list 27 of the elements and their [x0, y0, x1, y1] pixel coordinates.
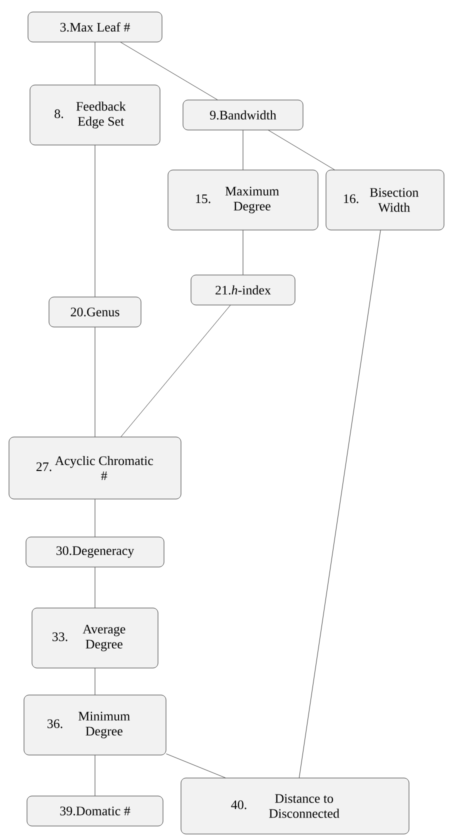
connector-line: [94, 145, 96, 297]
node-box: 40. Distance to Disconnected: [180, 778, 410, 834]
connector-line: [242, 130, 244, 170]
connector-line: [94, 42, 96, 85]
node-box: 3.Max Leaf #: [28, 12, 162, 42]
node-box: 8. Feedback Edge Set: [30, 84, 160, 146]
connector-line: [268, 130, 335, 170]
connector-line: [242, 230, 244, 275]
connector-line: [94, 567, 96, 608]
connector-line: [94, 327, 96, 437]
connector-line: [94, 668, 96, 695]
connector-line: [94, 755, 96, 796]
connector-line: [298, 230, 381, 778]
node-box: 16. Bisection Width: [326, 170, 444, 230]
node-box: 36. Minimum Degree: [24, 694, 166, 756]
node-box: 27. Acyclic Chromatic #: [8, 436, 182, 500]
node-box: 33. Average Degree: [32, 608, 158, 668]
node-box: 20.Genus: [48, 296, 142, 328]
connector-line: [120, 305, 231, 437]
node-box: 30.Degeneracy: [26, 536, 164, 568]
node-box: 39.Domatic #: [26, 796, 164, 826]
connector-line: [166, 754, 226, 778]
node-box: 21.h-index: [190, 274, 296, 306]
node-box: 9.Bandwidth: [182, 100, 304, 130]
connector-line: [120, 42, 218, 100]
connector-line: [94, 499, 96, 537]
node-box: 15. Maximum Degree: [168, 170, 318, 230]
